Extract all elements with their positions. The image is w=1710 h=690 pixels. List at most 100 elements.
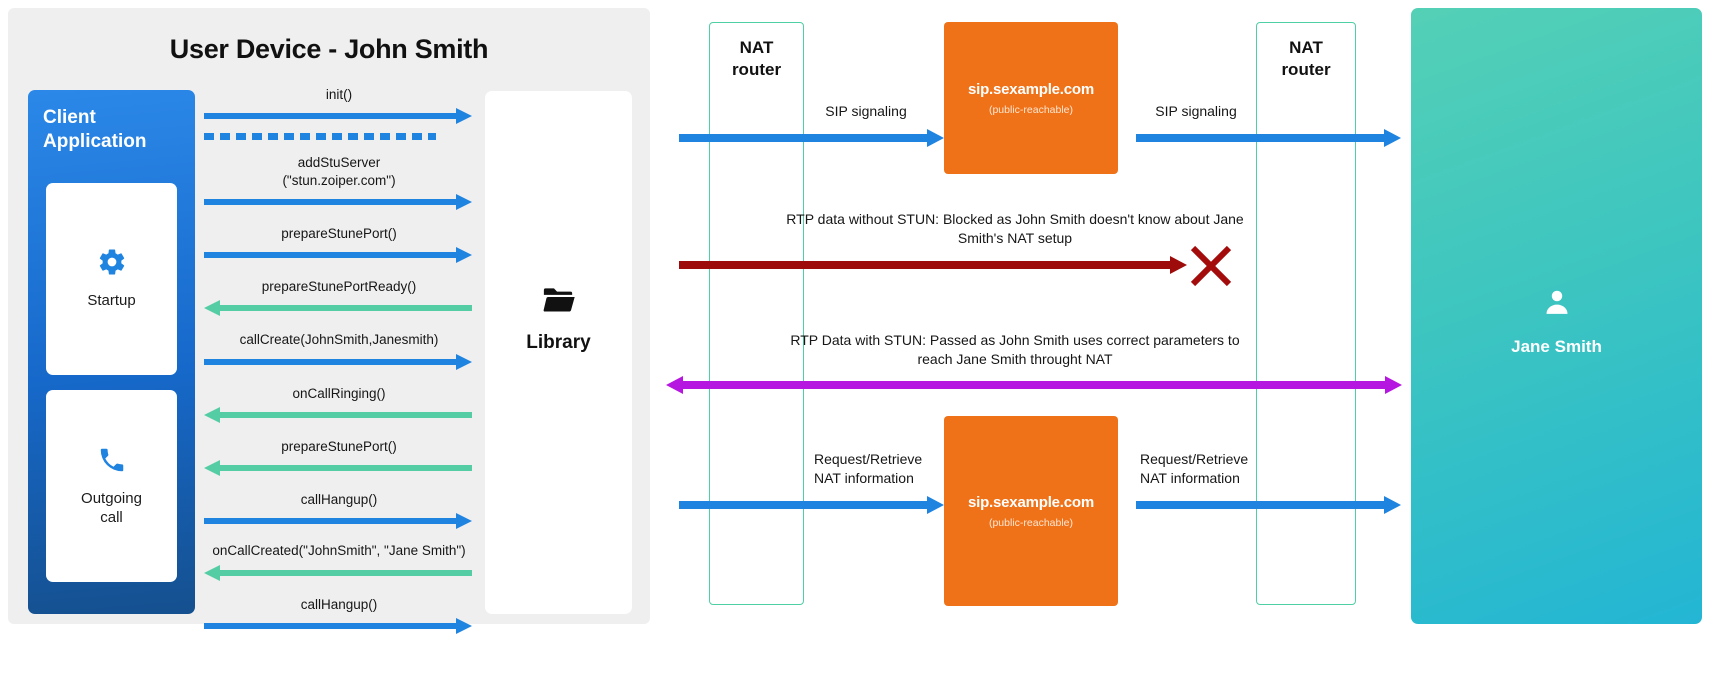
gear-icon (97, 247, 127, 277)
arrow-head (456, 617, 472, 634)
sip-server-bottom-name: sip.sexample.com (967, 493, 1095, 511)
message-label: callHangup() (300, 492, 378, 508)
app-card-label-startup: Startup (87, 292, 136, 310)
dashed-return-line (204, 133, 436, 141)
arrow-left-green (204, 564, 472, 581)
jane-smith-label: Jane Smith (1511, 337, 1602, 356)
arrow-head (1170, 256, 1187, 274)
flow-arrow-rtp-with-stun (666, 376, 1402, 394)
message-row: onCallRinging() (204, 385, 474, 423)
message-row: prepareStunePort() (204, 438, 474, 477)
flow-label-sip-signaling-right: SIP signaling (1155, 103, 1237, 119)
arrow-head (1384, 496, 1401, 514)
flow-arrow-sip-signaling-left (679, 129, 944, 147)
jane-smith-content: Jane Smith (1411, 286, 1702, 357)
flow-label-rtp-with-stun: RTP Data with STUN: Passed as John Smith… (790, 332, 1240, 367)
message-label: addStuServer("stun.zoiper.com") (282, 155, 396, 188)
library-content: Library (485, 287, 632, 354)
arrow-right-blue (204, 513, 472, 530)
arrow-shaft (679, 134, 927, 142)
arrow-shaft (204, 358, 456, 365)
arrow-shaft (204, 198, 456, 205)
message-label: init() (325, 87, 353, 102)
message-row: prepareStunePort() (204, 225, 474, 264)
flow-arrow-rtp-without-stun (679, 256, 1187, 274)
arrow-head (204, 406, 220, 423)
sip-server-top-name: sip.sexample.com (967, 80, 1095, 98)
message-label: onCallRinging() (292, 385, 386, 401)
arrow-head (456, 353, 472, 370)
message-row: onCallCreated("JohnSmith", "Jane Smith") (204, 542, 474, 581)
folder-icon (542, 287, 576, 320)
message-label: onCallCreated("JohnSmith", "Jane Smith") (212, 543, 466, 559)
arrow-left-green (204, 406, 472, 423)
flow-arrow-nat-info-left (679, 496, 944, 514)
app-card-startup[interactable]: Startup (46, 183, 177, 375)
sip-server-top-note: (public-reachable) (988, 103, 1074, 116)
arrow-head (204, 564, 220, 581)
person-icon (1542, 286, 1572, 323)
message-row: addStuServer("stun.zoiper.com") (204, 154, 474, 210)
arrow-left-green (204, 300, 472, 317)
arrow-head (456, 193, 472, 210)
message-row: prepareStunePortReady() (204, 278, 474, 317)
message-row: callHangup() (204, 596, 474, 634)
arrow-shaft (679, 501, 927, 509)
arrow-head (927, 129, 944, 147)
arrow-shaft (1136, 134, 1384, 142)
message-label: callHangup() (300, 596, 378, 612)
arrow-shaft (220, 305, 472, 312)
arrow-head-left (666, 376, 683, 394)
arrow-right-blue (204, 247, 472, 264)
phone-icon (97, 445, 127, 475)
library-box: Library (485, 91, 632, 614)
message-label: prepareStunePortReady() (261, 279, 417, 295)
arrow-shaft (1136, 501, 1384, 509)
flow-label-sip-signaling-left: SIP signaling (825, 103, 907, 119)
arrow-head (204, 300, 220, 317)
jane-smith-endpoint: Jane Smith (1411, 8, 1702, 624)
message-row: callCreate(JohnSmith,Janesmith) (204, 331, 474, 370)
library-label: Library (526, 332, 591, 353)
message-label: callCreate(JohnSmith,Janesmith) (239, 332, 439, 348)
message-label: prepareStunePort() (281, 438, 397, 454)
arrow-right-blue (204, 193, 472, 210)
arrow-shaft (220, 569, 472, 576)
arrow-right-blue (204, 617, 472, 634)
sip-server-bottom: sip.sexample.com (public-reachable) (944, 416, 1118, 606)
arrow-right-blue (204, 353, 472, 370)
flow-arrow-sip-signaling-right (1136, 129, 1401, 147)
arrow-shaft (204, 113, 456, 120)
arrow-left-green (204, 460, 472, 477)
sip-server-top: sip.sexample.com (public-reachable) (944, 22, 1118, 174)
arrow-head-right (1385, 376, 1402, 394)
arrow-shaft (220, 465, 472, 472)
arrow-shaft (679, 261, 1170, 269)
arrow-right-blue (204, 108, 472, 125)
arrow-shaft (204, 622, 456, 629)
arrow-shaft (683, 381, 1385, 389)
arrow-head (204, 460, 220, 477)
sip-server-bottom-note: (public-reachable) (988, 516, 1074, 529)
arrow-shaft (204, 252, 456, 259)
arrow-head (456, 247, 472, 264)
arrow-head (456, 108, 472, 125)
flow-label-rtp-without-stun: RTP data without STUN: Blocked as John S… (786, 211, 1244, 246)
arrow-head (456, 513, 472, 530)
message-row: init() (204, 86, 474, 141)
message-row: callHangup() (204, 491, 474, 530)
message-label: prepareStunePort() (281, 225, 397, 241)
flow-arrow-nat-info-right (1136, 496, 1401, 514)
